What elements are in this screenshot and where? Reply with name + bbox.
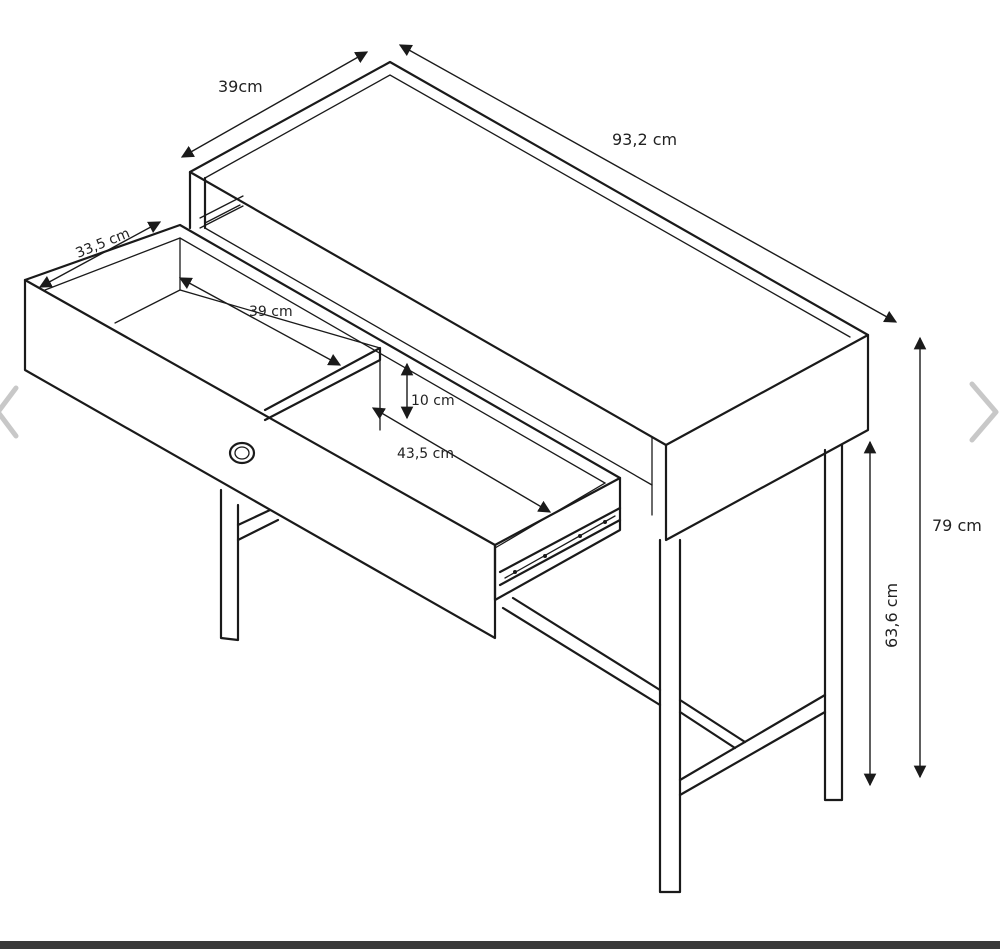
dim-line-compartment [371,407,552,513]
bottom-bar [0,941,1000,949]
label-top-depth: 39cm [218,77,263,96]
label-drawer-inner-width: 39 cm [249,304,293,320]
drawer-knob [228,441,256,465]
chevron-right-icon[interactable] [965,380,1000,444]
label-drawer-height: 10 cm [411,393,455,409]
label-drawer-depth: 33,5 cm [74,226,133,262]
dim-line-top-width [398,44,898,323]
dim-line-drawer-depth [38,221,162,288]
dim-line-top-depth [180,51,369,158]
label-leg-height: 63,6 cm [882,583,901,648]
label-top-width: 93,2 cm [612,130,677,149]
dimension-lines [38,44,927,787]
label-drawer-compartment: 43,5 cm [397,446,454,462]
label-total-height: 79 cm [932,516,982,535]
dim-line-drawer-inner [178,277,342,366]
drawer [23,223,622,640]
desk-legs [219,443,844,894]
desk-outline [188,60,870,542]
chevron-left-icon[interactable] [0,380,24,444]
